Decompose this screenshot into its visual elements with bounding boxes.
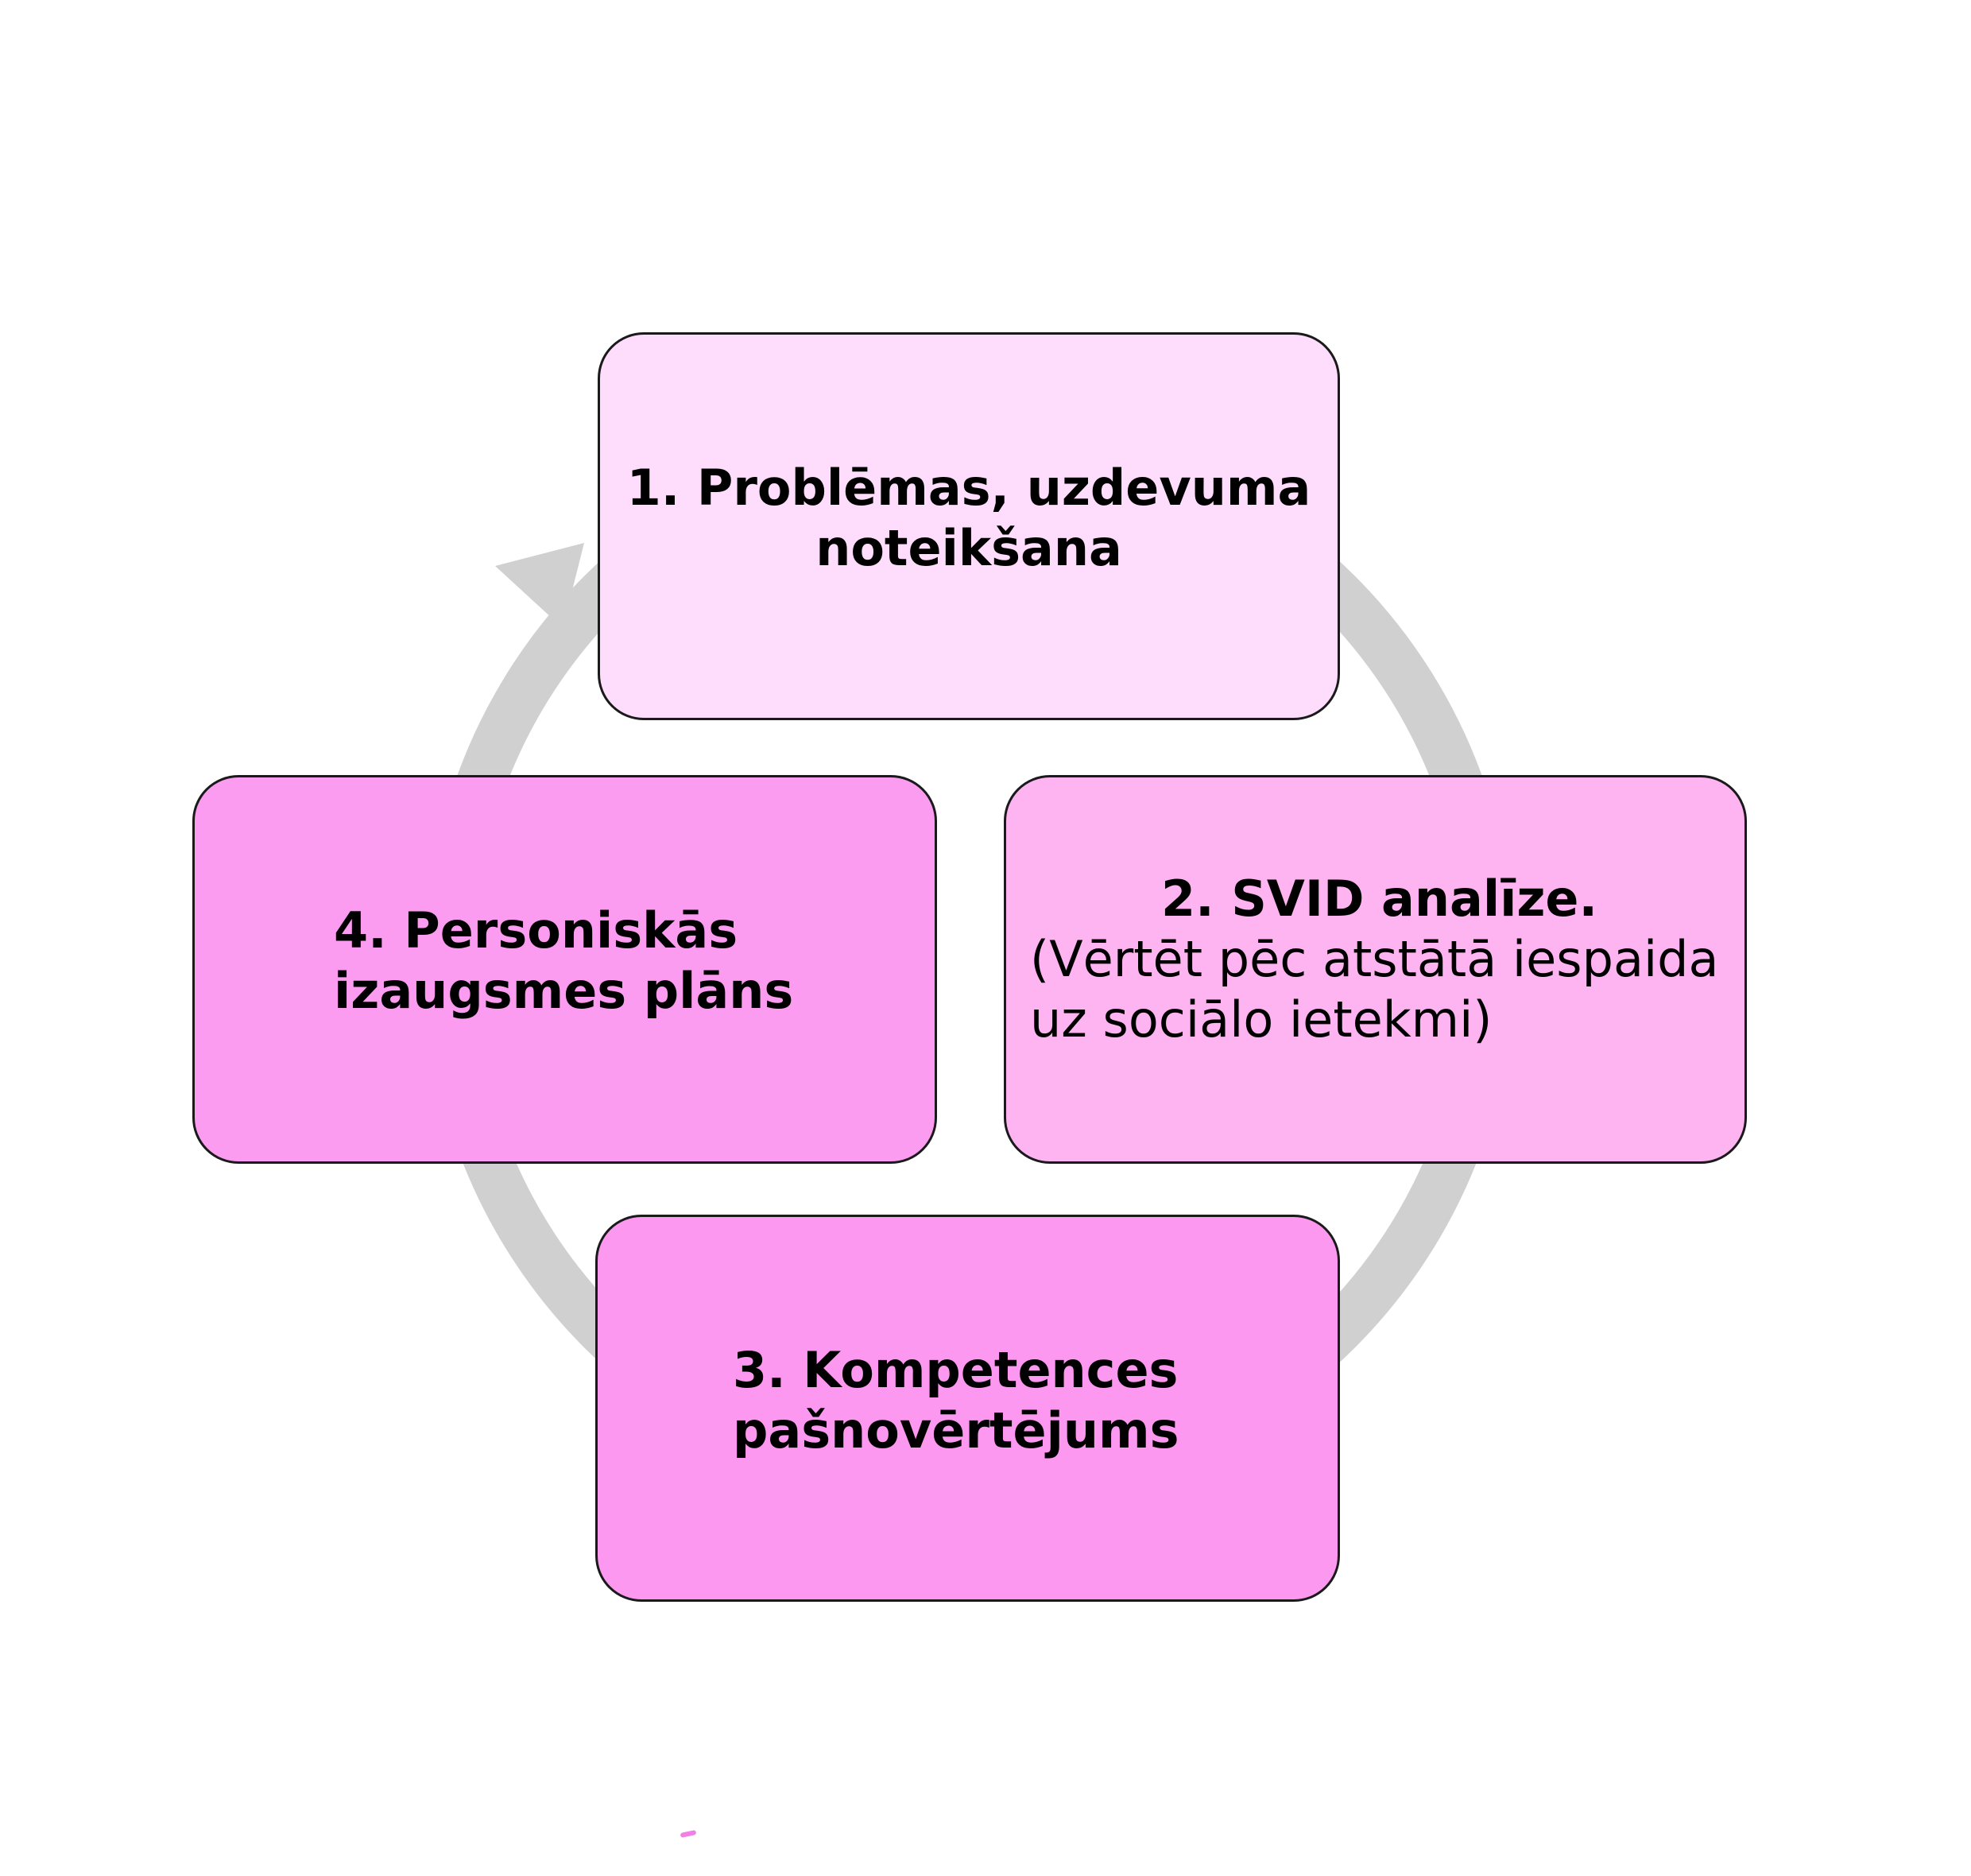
cycle-arrowhead-icon bbox=[495, 543, 584, 628]
step-3-title-line-1: 3. Kompetences bbox=[733, 1341, 1179, 1399]
cycle-step-4-box: 4. Personiskās izaugsmes plāns bbox=[192, 775, 937, 1164]
cycle-step-3-text: 3. Kompetences pašnovērtējums bbox=[733, 1340, 1306, 1461]
cycle-step-1-box: 1. Problēmas, uzdevuma noteikšana bbox=[598, 332, 1340, 720]
step-1-title-line-2: noteikšana bbox=[815, 519, 1122, 577]
step-2-title-line-1: 2. SVID analīze. bbox=[1160, 870, 1598, 928]
cycle-step-1-text: 1. Problēmas, uzdevuma noteikšana bbox=[600, 458, 1338, 579]
step-3-title-line-2: pašnovērtējums bbox=[733, 1401, 1179, 1459]
step-2-desc-line-2: uz sociālo ietekmi) bbox=[1030, 990, 1493, 1048]
step-1-title-line-1: 1. Problēmas, uzdevuma bbox=[626, 459, 1311, 517]
cycle-step-3-box: 3. Kompetences pašnovērtējums bbox=[595, 1215, 1340, 1602]
step-4-title-line-1: 4. Personiskās bbox=[334, 901, 738, 959]
step-4-title-line-2: izaugsmes plāns bbox=[334, 962, 794, 1020]
cycle-step-2-text: 2. SVID analīze. (Vērtēt pēc atstātā ies… bbox=[1030, 869, 1729, 1050]
cycle-step-4-text: 4. Personiskās izaugsmes plāns bbox=[334, 901, 903, 1021]
cycle-step-2-box: 2. SVID analīze. (Vērtēt pēc atstātā ies… bbox=[1004, 775, 1747, 1164]
step-2-desc-line-1: (Vērtēt pēc atstātā iespaida bbox=[1030, 930, 1719, 988]
